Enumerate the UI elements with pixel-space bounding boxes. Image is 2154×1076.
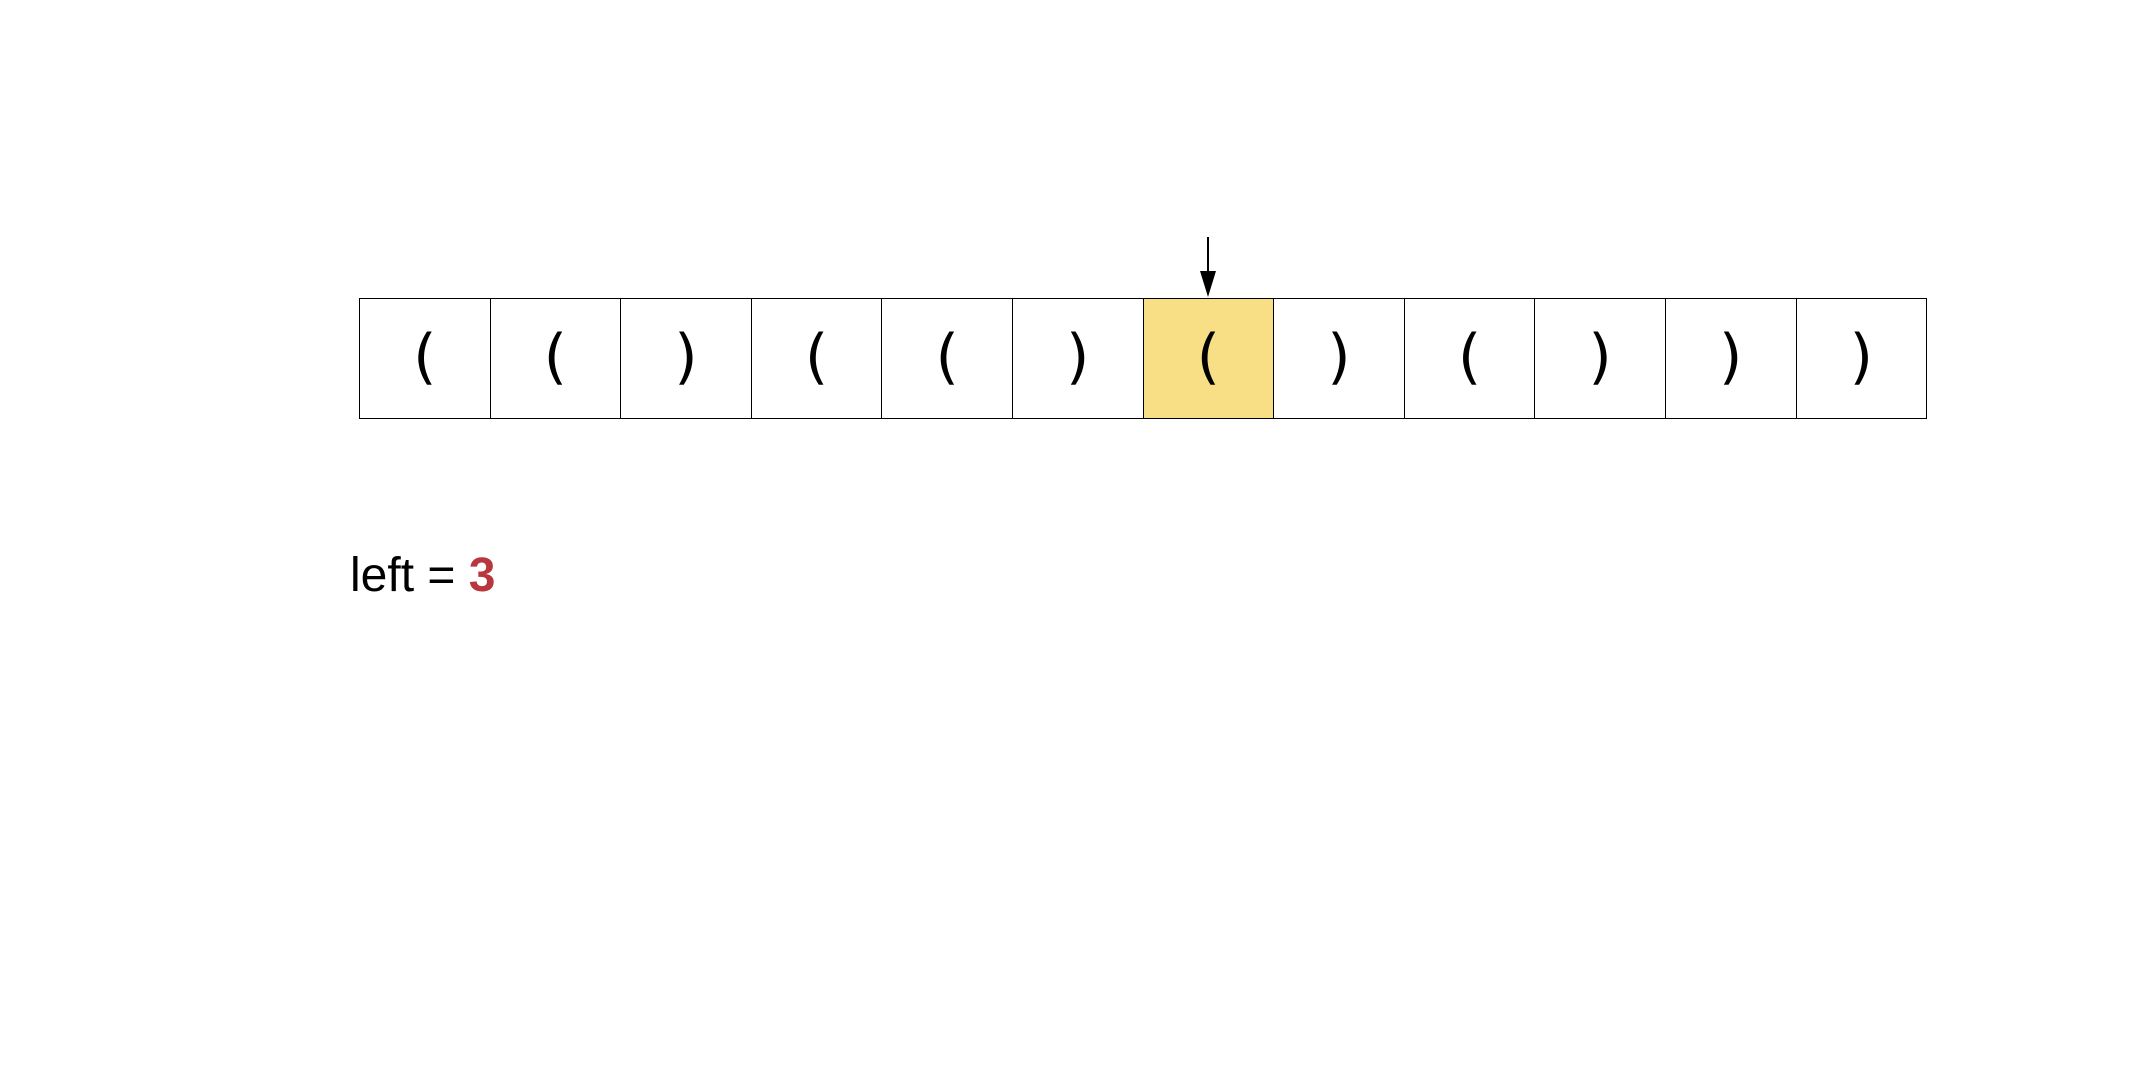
array-cell: ( xyxy=(1405,299,1536,418)
array-cell: ) xyxy=(1535,299,1666,418)
down-arrow-icon xyxy=(1200,237,1216,297)
array-cell: ( xyxy=(360,299,491,418)
left-counter-value: 3 xyxy=(468,549,496,602)
array-cell: ( xyxy=(491,299,622,418)
array-cell: ) xyxy=(1013,299,1144,418)
array-cell-highlighted: ( xyxy=(1143,299,1275,418)
array-cell: ) xyxy=(621,299,752,418)
array-cell: ) xyxy=(1274,299,1405,418)
array-cell: ( xyxy=(882,299,1013,418)
array-cell: ) xyxy=(1797,299,1928,418)
bracket-array: (()(()()())) xyxy=(359,298,1928,419)
left-counter: left = 3 xyxy=(350,548,495,603)
array-cell: ( xyxy=(752,299,883,418)
left-counter-label: left = xyxy=(350,549,469,602)
array-cell: ) xyxy=(1666,299,1797,418)
